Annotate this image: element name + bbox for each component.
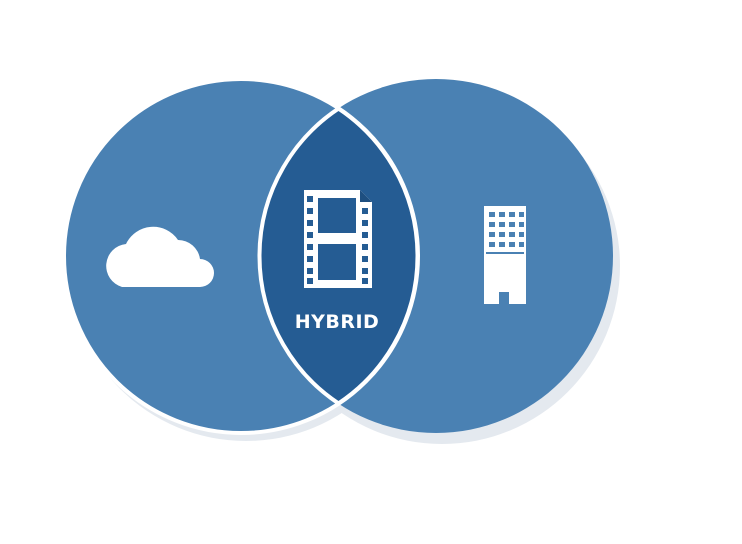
hybrid-label: HYBRID — [295, 311, 380, 333]
cloud-icon — [106, 226, 214, 287]
film-document-icon — [304, 190, 372, 288]
building-icon — [484, 206, 526, 304]
lens-outline — [257, 106, 420, 406]
